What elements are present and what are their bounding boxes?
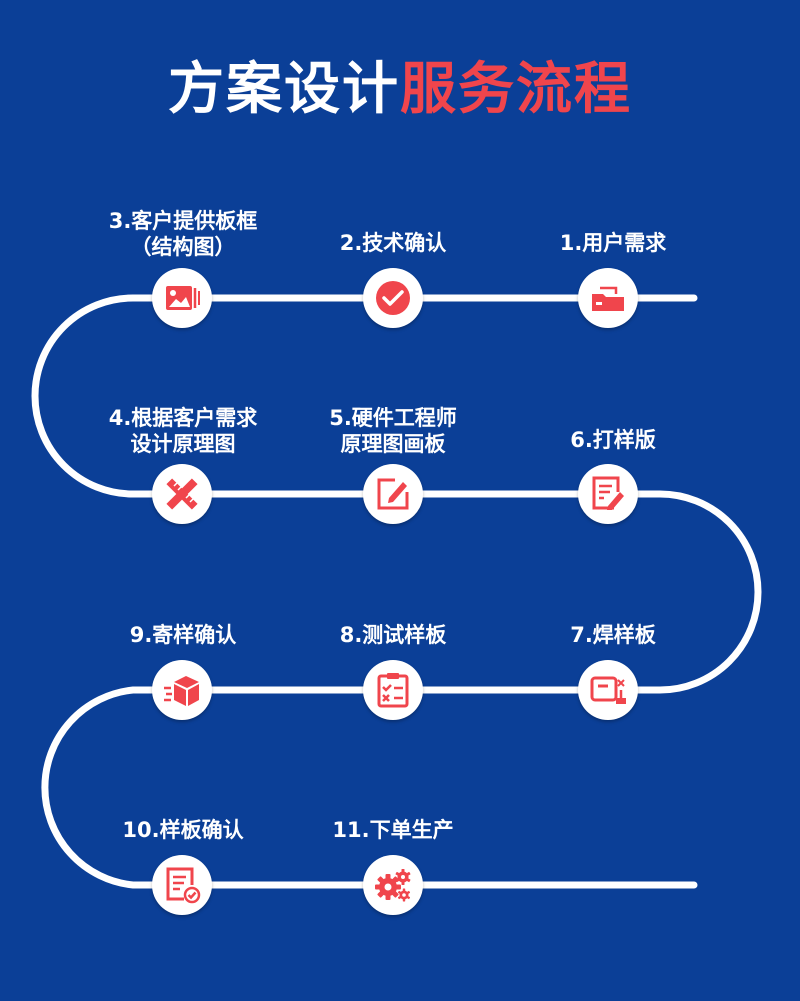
check-circle-icon	[376, 281, 410, 315]
ruler-pencil-icon	[166, 478, 198, 510]
image-board-icon	[166, 286, 200, 310]
step-2-node	[363, 268, 423, 328]
step-10-node	[152, 855, 212, 915]
document-check-icon	[166, 867, 201, 904]
document-pen-icon	[592, 476, 624, 510]
step-3-label: 3.客户提供板框 （结构图）	[108, 209, 258, 259]
folder-icon	[592, 286, 624, 311]
step-11-node	[363, 855, 423, 915]
step-6-node	[578, 464, 638, 524]
step-1-node	[578, 268, 638, 328]
delivery-box-icon	[164, 676, 199, 706]
step-11-label: 11.下单生产	[332, 818, 454, 842]
step-1-label: 1.用户需求	[559, 231, 667, 255]
step-4-node	[152, 464, 212, 524]
checklist-icon	[377, 673, 409, 708]
title-part-white: 方案设计	[168, 57, 400, 122]
step-7-label: 7.焊样板	[570, 623, 656, 647]
step-4-label: 4.根据客户需求 设计原理图	[108, 406, 258, 456]
step-6-label: 6.打样版	[570, 428, 656, 452]
step-7-node	[578, 660, 638, 720]
page-title: 方案设计服务流程	[0, 62, 800, 118]
step-9-node	[152, 660, 212, 720]
title-part-red: 服务流程	[400, 57, 632, 122]
edit-icon	[377, 478, 409, 510]
step-5-node	[363, 464, 423, 524]
step-8-label: 8.测试样板	[339, 623, 447, 647]
gears-icon	[375, 869, 411, 902]
serpentine-line	[31, 294, 762, 889]
step-9-label: 9.寄样确认	[129, 623, 237, 647]
step-5-label: 5.硬件工程师 原理图画板	[329, 406, 457, 456]
step-2-label: 2.技术确认	[339, 231, 447, 255]
step-3-node	[152, 268, 212, 328]
step-10-label: 10.样板确认	[122, 818, 244, 842]
step-8-node	[363, 660, 423, 720]
board-solder-icon	[590, 676, 626, 704]
